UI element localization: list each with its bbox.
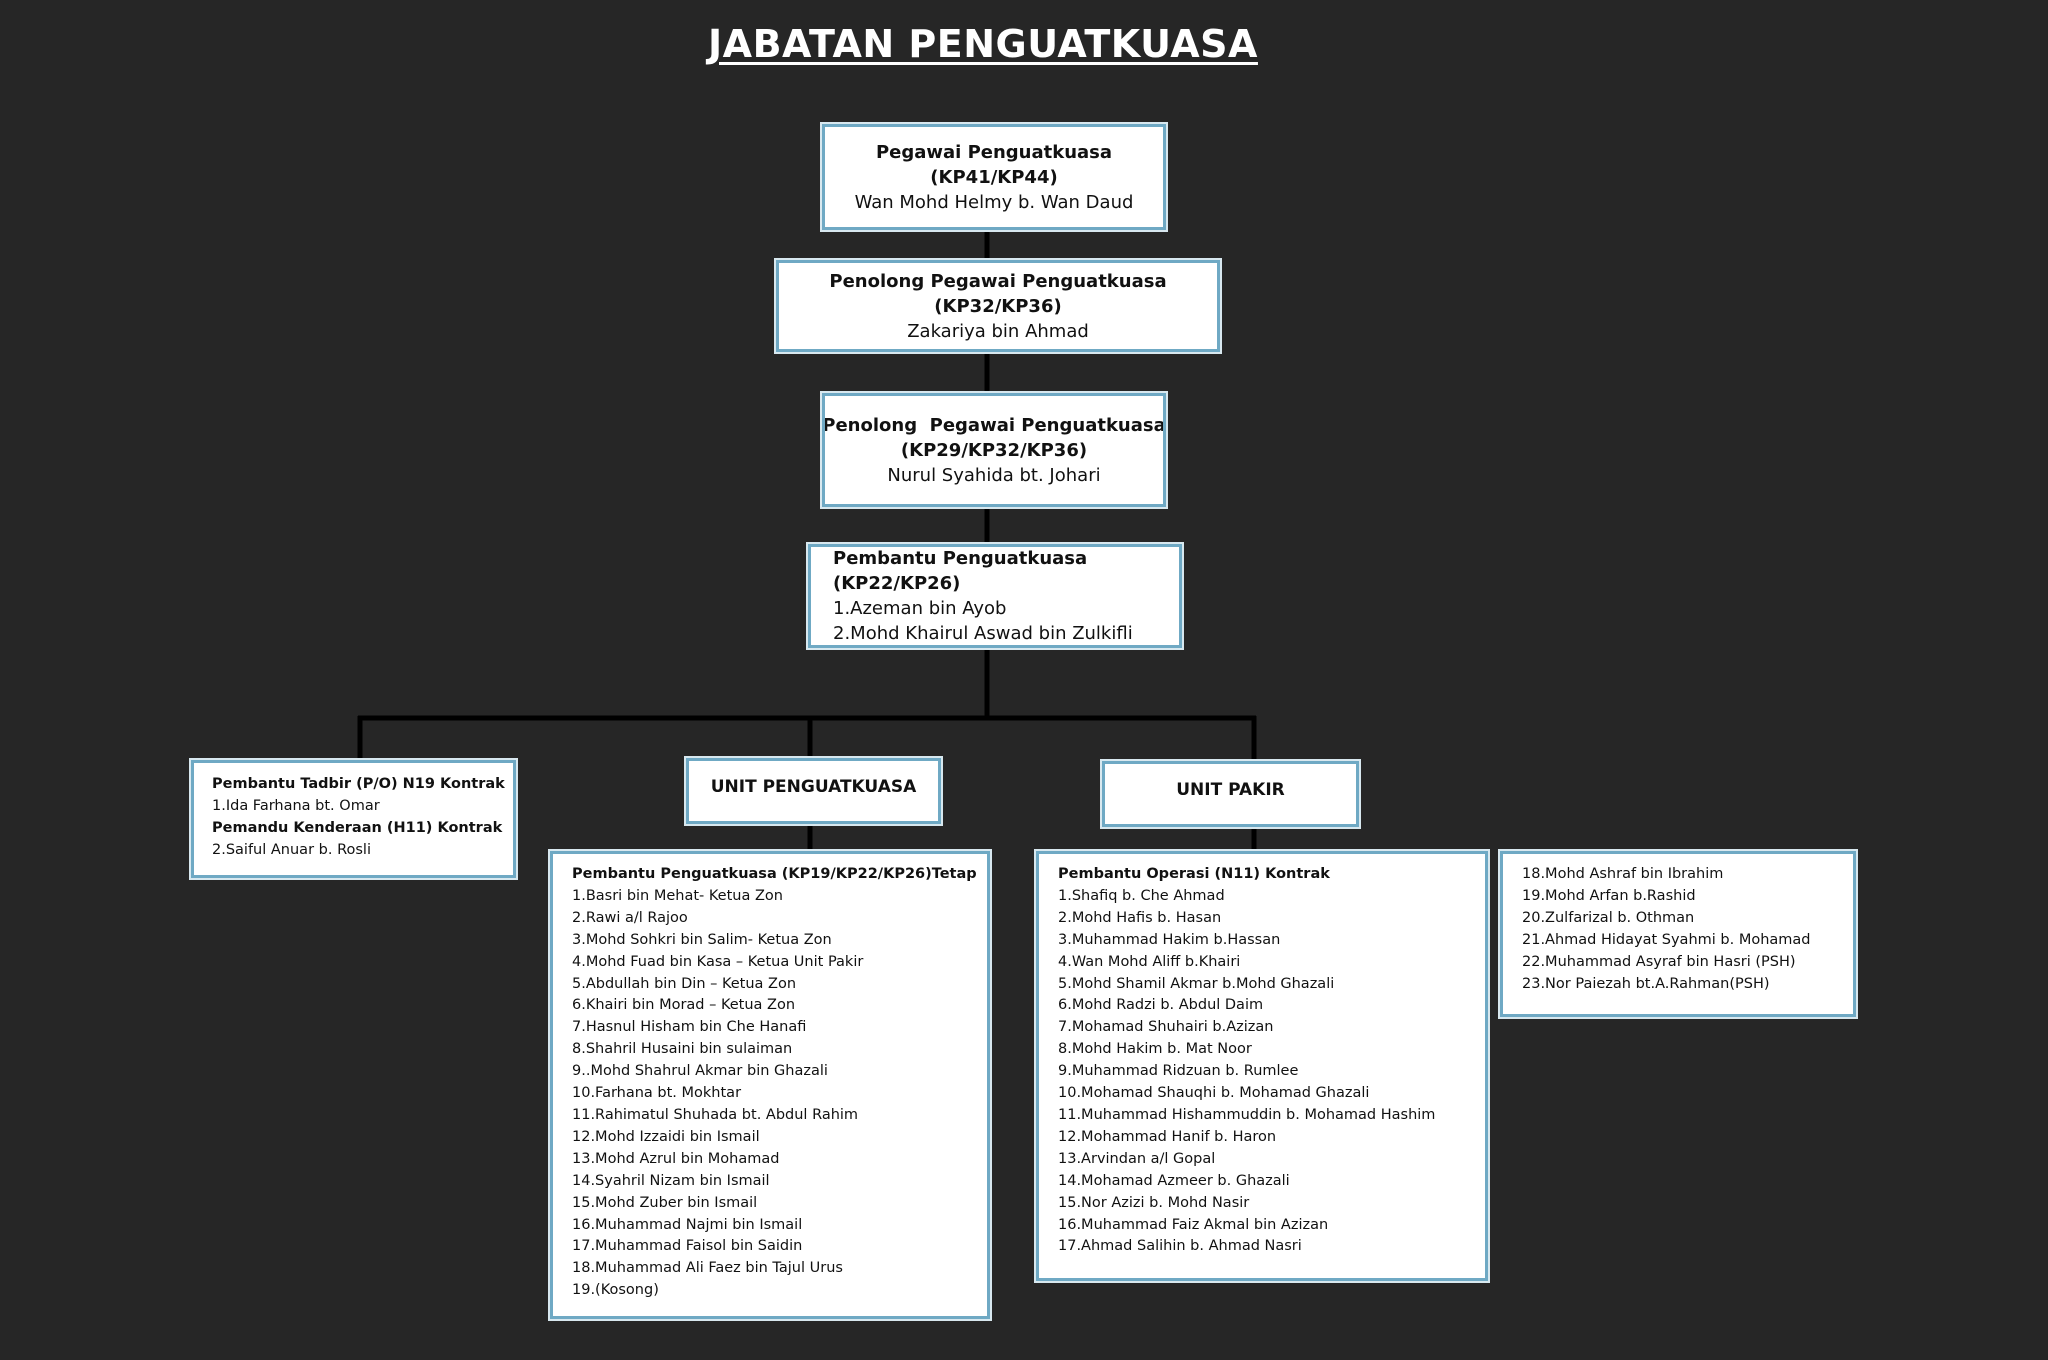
assistant2-grade: (KP29/KP32/KP36) (900, 439, 1088, 461)
member-item: 14.Mohamad Azmeer b. Ghazali (1058, 1172, 1290, 1189)
member-item: 13.Arvindan a/l Gopal (1058, 1150, 1216, 1167)
member-item: 7.Mohamad Shuhairi b.Azizan (1058, 1019, 1274, 1036)
admin-role-1: Pembantu Tadbir (P/O) N19 Kontrak (212, 776, 505, 792)
unit-pakir-member-list: 1.Shafiq b. Che Ahmad 2.Mohd Hafis b. Has… (1058, 886, 1485, 1258)
box-unit-penguatkuasa: UNIT PENGUATKUASA (684, 756, 943, 826)
member-item: 4.Mohd Fuad bin Kasa – Ketua Unit Pakir (572, 953, 864, 970)
assistant2-name: Nurul Syahida bt. Johari (887, 464, 1101, 486)
member-item: 16.Muhammad Faiz Akmal bin Azizan (1058, 1216, 1329, 1233)
box-unit-pakir-list: Pembantu Operasi (N11) Kontrak 1.Shafiq … (1034, 849, 1490, 1283)
unit-pakir-member-list-continued: 18.Mohd Ashraf bin Ibrahim 19.Mohd Arfan … (1522, 864, 1853, 995)
member-item: 1.Shafiq b. Che Ahmad (1058, 887, 1225, 904)
unit-penguatkuasa-member-list: 1.Basri bin Mehat- Ketua Zon 2.Rawi a/l R… (572, 886, 987, 1302)
member-item: 1.Basri bin Mehat- Ketua Zon (572, 887, 783, 904)
member-item: 8.Shahril Husaini bin sulaiman (572, 1041, 793, 1058)
member-item: 13.Mohd Azrul bin Mohamad (572, 1150, 780, 1167)
unit-pakir-label: UNIT PAKIR (1176, 780, 1285, 800)
member-item: 19.(Kosong) (572, 1282, 659, 1299)
admin-role-2: Pemandu Kenderaan (H11) Kontrak (212, 820, 503, 836)
box-unit-pakir: UNIT PAKIR (1100, 759, 1361, 829)
top-grade: (KP41/KP44) (930, 166, 1058, 188)
member-item: 23.Nor Paiezah bt.A.Rahman(PSH) (1522, 975, 1770, 992)
pembantu-name-1: 1.Azeman bin Ayob (833, 598, 1007, 619)
admin-name-1: 1.Ida Farhana bt. Omar (212, 798, 380, 814)
member-item: 14.Syahril Nizam bin Ismail (572, 1172, 770, 1189)
member-item: 9..Mohd Shahrul Akmar bin Ghazali (572, 1063, 828, 1080)
member-item: 6.Mohd Radzi b. Abdul Daim (1058, 997, 1264, 1014)
member-item: 10.Mohamad Shauqhi b. Mohamad Ghazali (1058, 1085, 1370, 1102)
member-item: 5.Mohd Shamil Akmar b.Mohd Ghazali (1058, 975, 1335, 992)
assistant1-name: Zakariya bin Ahmad (907, 320, 1089, 342)
member-item: 17.Ahmad Salihin b. Ahmad Nasri (1058, 1238, 1302, 1255)
member-item: 19.Mohd Arfan b.Rashid (1522, 887, 1696, 904)
member-item: 7.Hasnul Hisham bin Che Hanafi (572, 1019, 807, 1036)
member-item: 20.Zulfarizal b. Othman (1522, 909, 1695, 926)
member-item: 22.Muhammad Asyraf bin Hasri (PSH) (1522, 953, 1796, 970)
admin-name-2: 2.Saiful Anuar b. Rosli (212, 842, 371, 858)
box-admin-staff: Pembantu Tadbir (P/O) N19 Kontrak 1.Ida … (189, 758, 518, 880)
member-item: 21.Ahmad Hidayat Syahmi b. Mohamad (1522, 931, 1811, 948)
member-item: 16.Muhammad Najmi bin Ismail (572, 1216, 803, 1233)
assistant1-role: Penolong Pegawai Penguatkuasa (KP32/KP36… (829, 270, 1167, 317)
member-item: 3.Mohd Sohkri bin Salim- Ketua Zon (572, 931, 832, 948)
member-item: 11.Muhammad Hishammuddin b. Mohamad Hash… (1058, 1106, 1436, 1123)
top-name: Wan Mohd Helmy b. Wan Daud (854, 191, 1134, 213)
box-penolong-pegawai-2: Penolong Pegawai Penguatkuasa (KP29/KP32… (820, 391, 1168, 509)
member-item: 18.Mohd Ashraf bin Ibrahim (1522, 866, 1724, 882)
pembantu-role: Pembantu Penguatkuasa (KP22/KP26) (833, 548, 1088, 594)
member-item: 15.Mohd Zuber bin Ismail (572, 1194, 758, 1211)
page-title: JABATAN PENGUATKUASA (708, 22, 1258, 66)
top-role: Pegawai Penguatkuasa (875, 141, 1113, 163)
box-unit-penguatkuasa-list: Pembantu Penguatkuasa (KP19/KP22/KP26)Te… (548, 849, 992, 1321)
member-item: 2.Mohd Hafis b. Hasan (1058, 909, 1222, 926)
box-penolong-pegawai-1: Penolong Pegawai Penguatkuasa (KP32/KP36… (774, 258, 1222, 354)
unit-penguatkuasa-label: UNIT PENGUATKUASA (710, 777, 917, 797)
member-item: 5.Abdullah bin Din – Ketua Zon (572, 975, 797, 992)
member-item: 18.Muhammad Ali Faez bin Tajul Urus (572, 1260, 843, 1277)
member-item: 3.Muhammad Hakim b.Hassan (1058, 931, 1281, 948)
member-item: 6.Khairi bin Morad – Ketua Zon (572, 997, 796, 1014)
member-item: 17.Muhammad Faisol bin Saidin (572, 1238, 803, 1255)
pembantu-name-2: 2.Mohd Khairul Aswad bin Zulkifli (833, 623, 1133, 644)
box-pembantu-penguatkuasa: Pembantu Penguatkuasa (KP22/KP26) 1.Azem… (806, 542, 1184, 650)
member-item: 4.Wan Mohd Aliff b.Khairi (1058, 953, 1241, 970)
unit-pakir-list-title: Pembantu Operasi (N11) Kontrak (1058, 866, 1330, 882)
member-item: 9.Muhammad Ridzuan b. Rumlee (1058, 1063, 1299, 1080)
box-pegawai-penguatkuasa: Pegawai Penguatkuasa (KP41/KP44) Wan Moh… (820, 122, 1168, 232)
unit-penguatkuasa-list-title: Pembantu Penguatkuasa (KP19/KP22/KP26)Te… (572, 866, 977, 882)
box-unit-pakir-list-continued: 18.Mohd Ashraf bin Ibrahim 19.Mohd Arfan … (1498, 849, 1858, 1019)
member-item: 11.Rahimatul Shuhada bt. Abdul Rahim (572, 1106, 859, 1123)
member-item: 10.Farhana bt. Mokhtar (572, 1085, 742, 1102)
member-item: 15.Nor Azizi b. Mohd Nasir (1058, 1194, 1250, 1211)
member-item: 2.Rawi a/l Rajoo (572, 909, 688, 926)
assistant2-role: Penolong Pegawai Penguatkuasa (822, 414, 1166, 436)
member-item: 8.Mohd Hakim b. Mat Noor (1058, 1041, 1252, 1058)
member-item: 12.Mohd Izzaidi bin Ismail (572, 1128, 760, 1145)
member-item: 12.Mohammad Hanif b. Haron (1058, 1128, 1277, 1145)
